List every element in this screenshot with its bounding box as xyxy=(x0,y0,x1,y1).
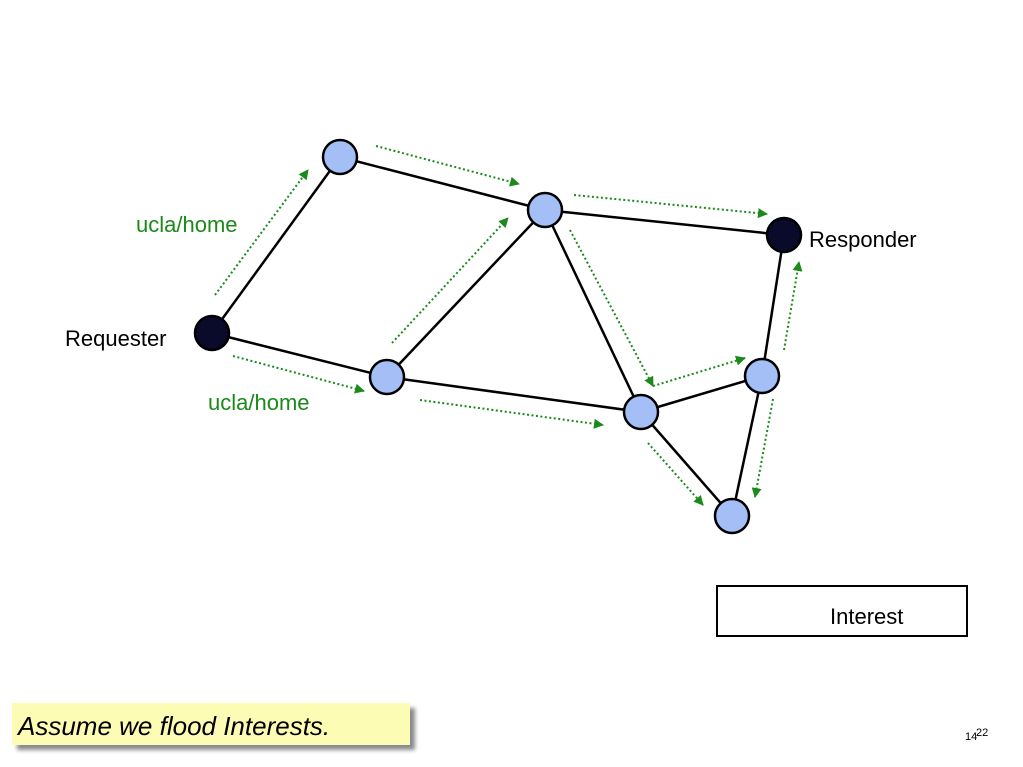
router-node xyxy=(321,138,359,176)
link-n5-responder xyxy=(760,234,786,377)
link-n3-n4 xyxy=(543,209,643,413)
link-n2-n3 xyxy=(386,209,546,378)
name-label-bottom: ucla/home xyxy=(208,390,310,415)
nodes xyxy=(193,138,803,535)
legend-box xyxy=(716,585,968,637)
link-n2-n4 xyxy=(386,375,642,414)
router-node xyxy=(526,191,564,229)
interest-arrows xyxy=(214,145,803,506)
interest-arrow xyxy=(652,355,746,387)
name-label-top: ucla/home xyxy=(136,212,238,237)
interest-arrow xyxy=(569,229,654,387)
router-node xyxy=(622,393,660,431)
router-node xyxy=(713,497,751,535)
callout-box: Assume we flood Interests. xyxy=(12,703,410,745)
interest-arrow xyxy=(647,442,704,506)
router-node xyxy=(368,358,406,396)
legend-interest-label: Interest xyxy=(830,604,904,629)
link-requester-n2 xyxy=(211,331,388,379)
link-n3-responder xyxy=(544,208,785,237)
links xyxy=(210,155,786,517)
interest-arrow xyxy=(419,399,604,429)
link-n1-n3 xyxy=(339,155,546,212)
interest-arrow xyxy=(232,355,365,394)
slide-number: 22 xyxy=(976,727,989,739)
interest-arrow xyxy=(751,398,774,498)
interest-arrow xyxy=(375,145,520,187)
callout-text: Assume we flood Interests. xyxy=(18,711,331,741)
link-n4-n5 xyxy=(640,374,763,414)
link-n6-n5 xyxy=(730,375,764,517)
interest-arrow xyxy=(214,169,309,296)
interest-arrow xyxy=(391,217,509,344)
interest-arrow xyxy=(573,194,768,219)
responder-node xyxy=(765,216,803,254)
requester-node xyxy=(193,314,231,352)
requester-label: Requester xyxy=(65,326,167,351)
link-requester-n1 xyxy=(210,156,342,334)
responder-label: Responder xyxy=(809,227,917,252)
interest-arrow xyxy=(783,261,803,351)
page-number: 14 xyxy=(965,731,978,743)
router-node xyxy=(743,357,781,395)
link-n4-n6 xyxy=(640,411,733,517)
